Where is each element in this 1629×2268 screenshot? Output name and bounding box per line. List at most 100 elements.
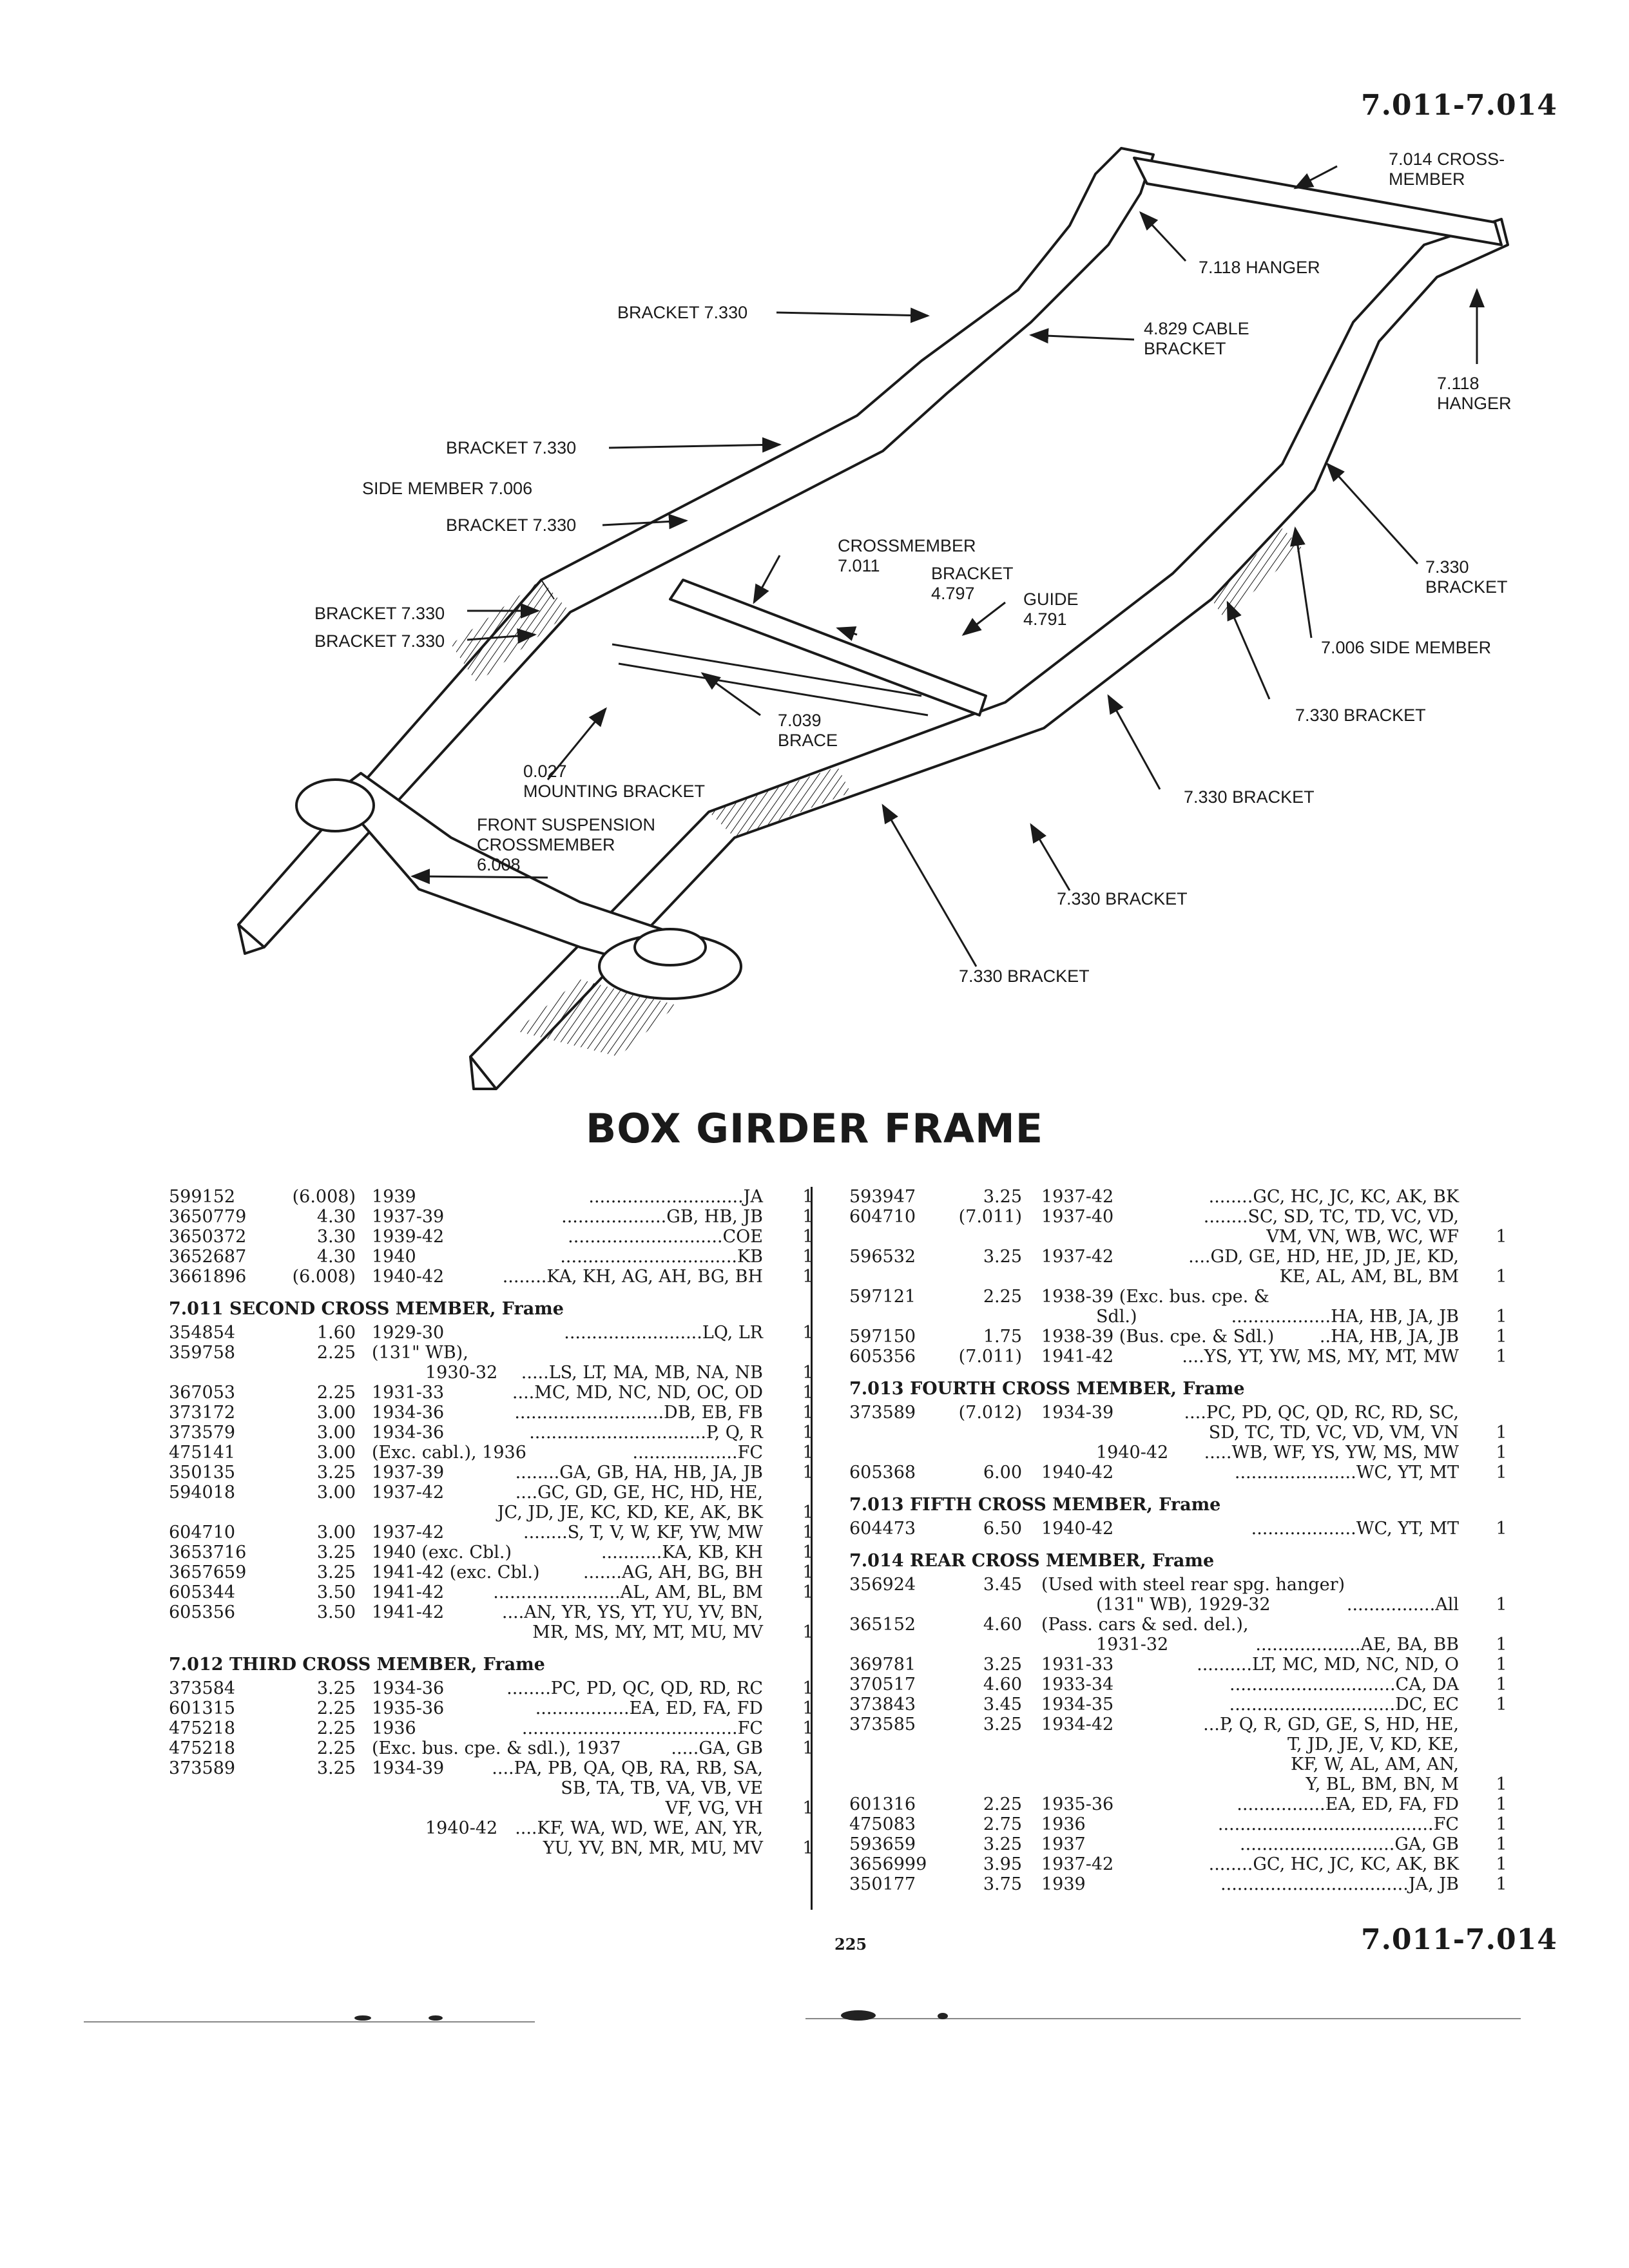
model-codes: FC xyxy=(737,1443,763,1463)
model-codes-group: .....WB, WF, YS, YW, MS, MW xyxy=(1204,1443,1459,1463)
size-value: 3.25 xyxy=(983,1715,1022,1735)
scan-smudge xyxy=(938,2013,948,2019)
leader-dots: .... xyxy=(512,1383,535,1403)
callout-bracket-7330-c: BRACKET 7.330 xyxy=(446,515,577,535)
year-model: 1940-42 xyxy=(1096,1443,1169,1463)
size-value: 3.00 xyxy=(316,1403,356,1423)
callout-7330-bracket-g: 7.330 BRACKET xyxy=(1184,787,1315,807)
callout-bracket-7330-e: BRACKET 7.330 xyxy=(314,631,445,651)
year-model: 1936 xyxy=(1041,1814,1086,1834)
model-codes-group: KF, W, AL, AM, AN, xyxy=(1291,1754,1459,1774)
parts-row: 373589(7.012)1934-39....PC, PD, QC, QD, … xyxy=(849,1403,1517,1423)
model-codes-group: ...................AE, BA, BB xyxy=(1255,1635,1459,1655)
model-codes: GA, GB xyxy=(699,1738,763,1758)
model-codes: YU, YV, BN, MR, MU, MV xyxy=(543,1838,763,1858)
section-heading: 7.014 REAR CROSS MEMBER, Frame xyxy=(849,1551,1215,1571)
callout-front-suspension-crossmember: FRONT SUSPENSION CROSSMEMBER 6.008 xyxy=(477,815,656,874)
part-number: 599152 xyxy=(169,1187,236,1207)
model-codes: KF, WA, WD, WE, AN, YR, xyxy=(537,1818,763,1838)
size-value: 3.25 xyxy=(983,1187,1022,1207)
part-number: 3661896 xyxy=(169,1267,247,1287)
page-title: BOX GIRDER FRAME xyxy=(585,1105,1044,1152)
part-number: 605344 xyxy=(169,1582,236,1602)
leader-dots: ................ xyxy=(1237,1794,1325,1814)
leader-dots: .... xyxy=(1184,1403,1206,1423)
year-model: 1938-39 (Bus. cpe. & Sdl.) xyxy=(1041,1327,1275,1347)
model-codes: LQ, LR xyxy=(702,1323,763,1343)
quantity: 1 xyxy=(802,1582,814,1602)
model-codes-group: ....GD, GE, HD, HE, JD, JE, KD, xyxy=(1188,1247,1459,1267)
year-model: 1930-32 xyxy=(425,1363,498,1383)
year-model: (131" WB), 1929-32 xyxy=(1096,1595,1271,1615)
part-number: 373843 xyxy=(849,1695,916,1715)
model-codes-group: ............................COE xyxy=(568,1227,763,1247)
year-model: 1939-42 xyxy=(372,1227,445,1247)
size-value: 3.25 xyxy=(316,1562,356,1582)
model-codes: WC, YT, MT xyxy=(1356,1519,1459,1539)
year-model: 1939 xyxy=(372,1187,416,1207)
year-model: 1937-42 xyxy=(1041,1854,1114,1874)
model-codes-group: ....KF, WA, WD, WE, AN, YR, xyxy=(515,1818,763,1838)
model-codes: VF, VG, VH xyxy=(665,1798,763,1818)
leader-dots: ....................................... xyxy=(1217,1814,1434,1834)
leader-dots: .... xyxy=(492,1758,514,1778)
leader-dots: ........... xyxy=(601,1542,662,1562)
leader-dots: ............................ xyxy=(568,1227,723,1247)
size-value: (6.008) xyxy=(292,1187,356,1207)
model-codes-group: ............................JA xyxy=(588,1187,763,1207)
quantity: 1 xyxy=(802,1187,814,1207)
section-heading: 7.013 FOURTH CROSS MEMBER, Frame xyxy=(849,1379,1245,1399)
part-number: 601315 xyxy=(169,1698,236,1718)
model-codes: S, T, V, W, KF, YW, MW xyxy=(567,1523,763,1542)
section-gap xyxy=(169,1642,807,1651)
quantity: 1 xyxy=(1496,1227,1507,1247)
year-model: 1941-42 (exc. Cbl.) xyxy=(372,1562,540,1582)
callout-bracket-7330-b: BRACKET 7.330 xyxy=(446,438,577,457)
model-codes: GA, GB, HA, HB, JA, JB xyxy=(559,1463,763,1483)
part-number: 373579 xyxy=(169,1423,236,1443)
leader-dots: ....... xyxy=(583,1562,622,1582)
model-codes: LT, MC, MD, NC, ND, O xyxy=(1251,1655,1459,1675)
year-model: 1934-36 xyxy=(372,1423,445,1443)
page-header-id: 7.011-7.014 xyxy=(1361,89,1557,122)
model-codes-group: MR, MS, MY, MT, MU, MV xyxy=(532,1622,763,1642)
quantity: 1 xyxy=(1496,1327,1507,1347)
callout-bracket-7330-d: BRACKET 7.330 xyxy=(314,604,445,623)
model-codes-group: ..................HA, HB, JA, JB xyxy=(1231,1307,1459,1327)
leader-dots: ... xyxy=(1203,1715,1220,1735)
quantity: 1 xyxy=(802,1423,814,1443)
leader-dots: .... xyxy=(1188,1247,1211,1267)
parts-row: KF, W, AL, AM, AN, xyxy=(849,1754,1517,1774)
part-number: 369781 xyxy=(849,1655,916,1675)
callout-guide-4791: GUIDE 4.791 xyxy=(1023,590,1079,629)
model-codes-group: ..............................CA, DA xyxy=(1229,1675,1459,1695)
part-number: 604710 xyxy=(849,1207,916,1227)
size-value: 3.00 xyxy=(316,1443,356,1463)
size-value: 1.75 xyxy=(983,1327,1022,1347)
leader-dots: ........ xyxy=(1208,1854,1253,1874)
callout-7330-bracket-i: 7.330 BRACKET xyxy=(959,966,1090,986)
quantity: 1 xyxy=(1496,1443,1507,1463)
model-codes: AG, AH, BG, BH xyxy=(622,1562,763,1582)
page-number: 225 xyxy=(834,1935,867,1954)
model-codes: COE xyxy=(722,1227,763,1247)
column-divider xyxy=(811,1187,813,1910)
model-codes: VM, VN, WB, WC, WF xyxy=(1266,1227,1459,1247)
model-codes: P, Q, R, GD, GE, S, HD, HE, xyxy=(1219,1715,1459,1735)
leader-dots: ..... xyxy=(1204,1443,1232,1463)
year-model: 1937-40 xyxy=(1041,1207,1114,1227)
size-value: 2.25 xyxy=(316,1738,356,1758)
